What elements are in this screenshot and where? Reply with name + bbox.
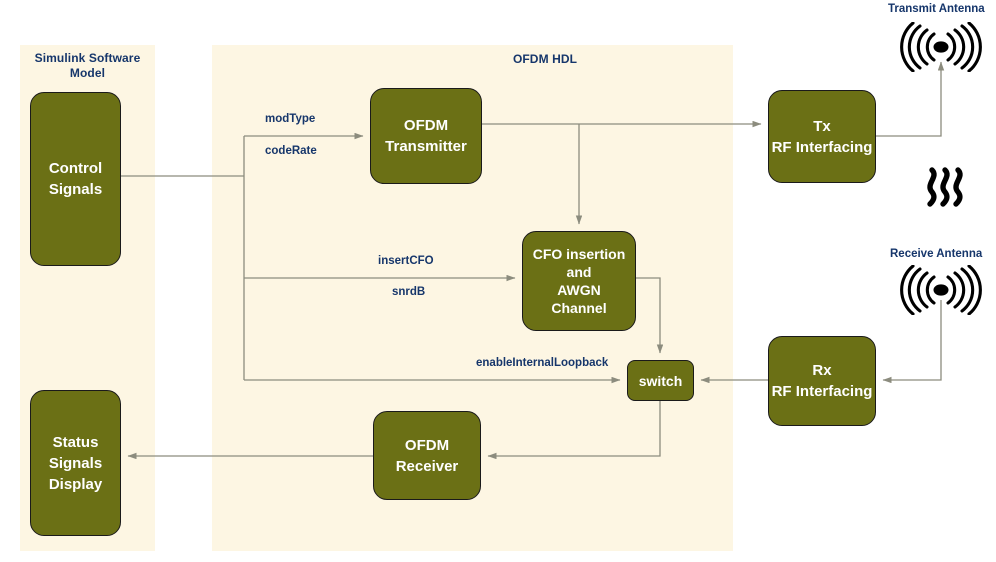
transmit-antenna-icon [900,22,982,72]
ofdm-hdl-panel-title: OFDM HDL [512,52,578,66]
block-ofdm-receiver[interactable]: OFDM Receiver [373,411,481,500]
block-cfo-insertion-awgn-channel[interactable]: CFO insertion and AWGN Channel [522,231,636,331]
block-tx-rf-interfacing[interactable]: Tx RF Interfacing [768,90,876,183]
rf-wave-icon [927,167,963,207]
receive-antenna-icon [900,265,982,315]
wire-txrf-to-antenna [876,61,945,137]
block-ofdm-transmitter[interactable]: OFDM Transmitter [370,88,482,184]
simulink-panel-title: Simulink Software Model [34,51,141,80]
block-rx-rf-interfacing[interactable]: Rx RF Interfacing [768,336,876,426]
block-control-signals[interactable]: Control Signals [30,92,121,266]
signal-label-snrdb: snrdB [392,286,426,298]
receive-antenna-label: Receive Antenna [890,248,983,260]
block-status-signals-display[interactable]: Status Signals Display [30,390,121,536]
signal-label-coderate: codeRate [265,145,317,157]
signal-label-insertcfo: insertCFO [378,255,434,267]
signal-label-enableinternalloopback: enableInternalLoopback [476,357,609,369]
transmit-antenna-label: Transmit Antenna [888,3,985,15]
block-switch[interactable]: switch [627,360,694,401]
signal-label-modtype: modType [265,113,316,125]
